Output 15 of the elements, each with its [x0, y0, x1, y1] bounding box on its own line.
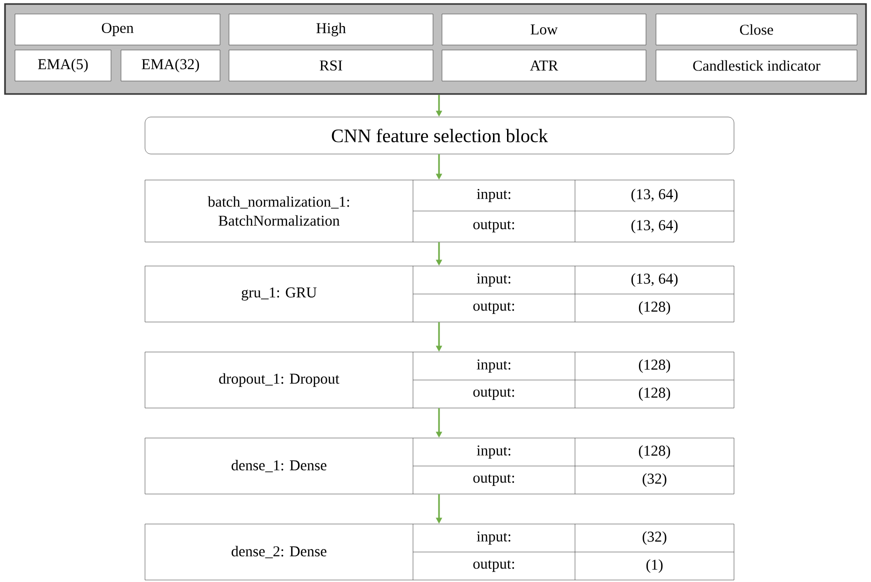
feature-box: High [228, 14, 434, 46]
layer-table: dense_1: Dense input: (128) output: (32) [144, 438, 734, 494]
layer-table: batch_normalization_1: BatchNormalization input: (13, 64) output: (13, 64) [144, 180, 734, 242]
feature-box: Candlestick indicator [656, 50, 858, 82]
layer-table: dense_2: Dense input: (32) output: (1) [144, 524, 734, 580]
feature-box: Close [656, 14, 858, 46]
layer-table: gru_1: GRU input: (13, 64) output: (128) [144, 266, 734, 322]
feature-box: RSI [228, 50, 434, 82]
feature-box: Open [14, 14, 220, 46]
feature-box: EMA(32) [120, 50, 220, 82]
feature-box: EMA(5) [14, 50, 112, 82]
feature-box: ATR [442, 50, 646, 82]
block-box: CNN feature selection block [144, 116, 734, 154]
layer-table: dropout_1: Dropout input: (128) output: (128) [144, 352, 734, 408]
feature-box: Low [442, 14, 646, 46]
